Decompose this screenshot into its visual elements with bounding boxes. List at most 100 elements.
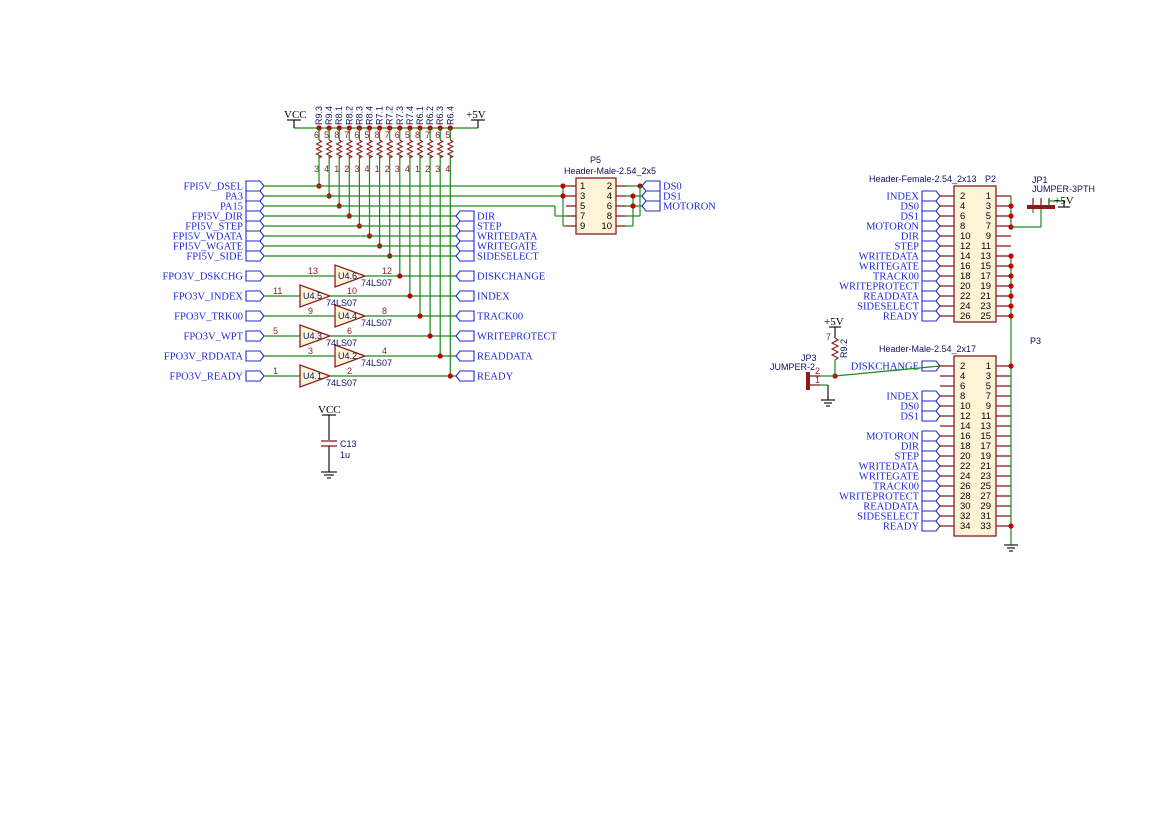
p5-signal-0-flag <box>641 180 661 192</box>
jp1-ref: JP1 <box>1032 175 1048 185</box>
p5-pin-num-left: 7 <box>580 211 585 222</box>
p3-pin-num-left: 20 <box>960 451 971 462</box>
resistor-pin-bottom: 1 <box>415 164 420 174</box>
buffer-ref: U4.1 <box>303 371 322 381</box>
resistor-pin-bottom: 4 <box>365 164 370 174</box>
p3-signal-14: READDATA <box>863 502 919 513</box>
resistor-pin-bottom: 4 <box>405 164 410 174</box>
power-rail: VCC +5V <box>284 109 486 129</box>
fpi-output-3: WRITEGATE <box>477 242 537 253</box>
resistor-pin-bottom: 4 <box>445 164 450 174</box>
resistor-body <box>345 139 354 159</box>
cap-vcc-label: VCC <box>318 404 341 416</box>
jp1-part: JUMPER-3PTH <box>1032 184 1095 194</box>
buffer-part: 74LS07 <box>361 278 392 288</box>
junction-dot <box>407 293 413 299</box>
resistor-pin-top: 6 <box>354 130 359 140</box>
p3-pin-num-right: 27 <box>980 491 991 502</box>
p2-signal-0: INDEX <box>886 192 919 203</box>
junction-dot <box>447 373 453 379</box>
resistor-pin-top: 8 <box>415 130 420 140</box>
p2-signal-11: SIDESELECT <box>857 302 919 313</box>
resistor-pin-bottom: 4 <box>324 164 329 174</box>
p5-pin-num-left: 3 <box>580 191 585 202</box>
p2-pin-num-left: 26 <box>960 311 971 322</box>
p5-signal-0: DS0 <box>663 182 682 193</box>
p3-pin-num-right: 29 <box>980 501 991 512</box>
junction-dot <box>560 193 566 199</box>
resistor-ref: R9.3 <box>314 106 324 125</box>
p3-pin-num-right: 23 <box>980 471 991 482</box>
fpi-input-1: PA3 <box>225 192 243 203</box>
p2-ref: P2 <box>985 174 996 184</box>
p2-pin-num-left: 12 <box>960 241 971 252</box>
p3-signal-0: DISKCHANGE <box>851 362 919 373</box>
p5v-label: +5V <box>466 109 486 121</box>
fpo-input-1-flag <box>245 290 265 302</box>
resistor-pin-bottom: 2 <box>425 164 430 174</box>
resistor-body <box>325 139 333 159</box>
fpo-output-3: WRITEPROTECT <box>477 332 557 343</box>
fpo-input-4: FPO3V_RDDATA <box>164 352 244 363</box>
p5-signal-2-flag <box>641 200 661 212</box>
fpi-input-1-flag <box>245 190 265 202</box>
fpo-output-0: DISKCHANGE <box>477 272 545 283</box>
buffer-ref: U4.6 <box>338 271 357 281</box>
fpo-input-2: FPO3V_TRK00 <box>174 312 243 323</box>
jp3-ref: JP3 <box>801 353 817 363</box>
buffer-pin-in: 1 <box>273 366 278 376</box>
p3-signal-7-flag <box>921 430 941 442</box>
junction-dot <box>1008 283 1014 289</box>
junction-dot <box>1008 523 1014 529</box>
fpi-input-3-flag <box>245 210 265 222</box>
p3-pin-num-right: 1 <box>986 361 991 372</box>
p3-pin-num-right: 21 <box>980 461 991 472</box>
fpi-input-3: FPI5V_DIR <box>192 212 243 223</box>
p2-pin-num-right: 15 <box>980 261 991 272</box>
p3-pin-num-left: 12 <box>960 411 971 422</box>
fpi-output-1-flag <box>455 220 475 232</box>
p3-signal-12-flag <box>921 480 941 492</box>
p2-pin-num-left: 20 <box>960 281 971 292</box>
p3-pin-num-left: 26 <box>960 481 971 492</box>
fpo-output-2: TRACK00 <box>477 312 523 323</box>
p3-signal-13: WRITEPROTECT <box>839 492 919 503</box>
p3-pin-num-left: 28 <box>960 491 971 502</box>
fpi-output-0: DIR <box>477 212 495 223</box>
p3-pin-num-right: 13 <box>980 421 991 432</box>
jp1-p5v-label: +5V <box>1054 195 1074 207</box>
buffer-pin-in: 3 <box>308 346 313 356</box>
fpi-input-6: FPI5V_WGATE <box>173 242 243 253</box>
fpi-output-2-flag <box>455 230 475 242</box>
p2-pin-num-right: 11 <box>981 241 991 252</box>
p3-pin-num-right: 3 <box>986 371 991 382</box>
ground-symbol <box>321 471 337 479</box>
p3-signal-10-flag <box>921 460 941 472</box>
resistor-body <box>385 139 394 159</box>
p3-pin-num-right: 11 <box>981 411 991 422</box>
resistor-pin-bottom: 2 <box>385 164 390 174</box>
p3-signal-16: READY <box>883 522 920 533</box>
jp3-pin-b: 1 <box>815 375 820 385</box>
p2-pin-num-left: 8 <box>960 221 965 232</box>
p3-pin-num-left: 4 <box>960 371 965 382</box>
p3-signal-15-flag <box>921 510 941 522</box>
p2-pin-num-left: 6 <box>960 211 965 222</box>
resistor-ref: R8.1 <box>334 106 344 125</box>
resistor-body <box>375 139 384 159</box>
buffer-body <box>299 364 332 388</box>
p2-pin-num-right: 17 <box>980 271 991 282</box>
p3-pin-num-right: 31 <box>980 511 991 522</box>
p3-pin-num-right: 9 <box>986 401 991 412</box>
resistor-ref: R7.3 <box>395 106 405 125</box>
p3-pin-num-right: 5 <box>986 381 991 392</box>
p3-pin-num-right: 33 <box>980 521 991 532</box>
buffer-ref: U4.3 <box>303 331 322 341</box>
p2-signal-11-flag <box>921 300 941 312</box>
junction-dot <box>1008 313 1014 319</box>
fpo-input-0-flag <box>245 270 265 282</box>
fpo-output-4-flag <box>455 350 475 362</box>
p2-pin-num-left: 16 <box>960 261 971 272</box>
p3-pin-num-left: 18 <box>960 441 971 452</box>
